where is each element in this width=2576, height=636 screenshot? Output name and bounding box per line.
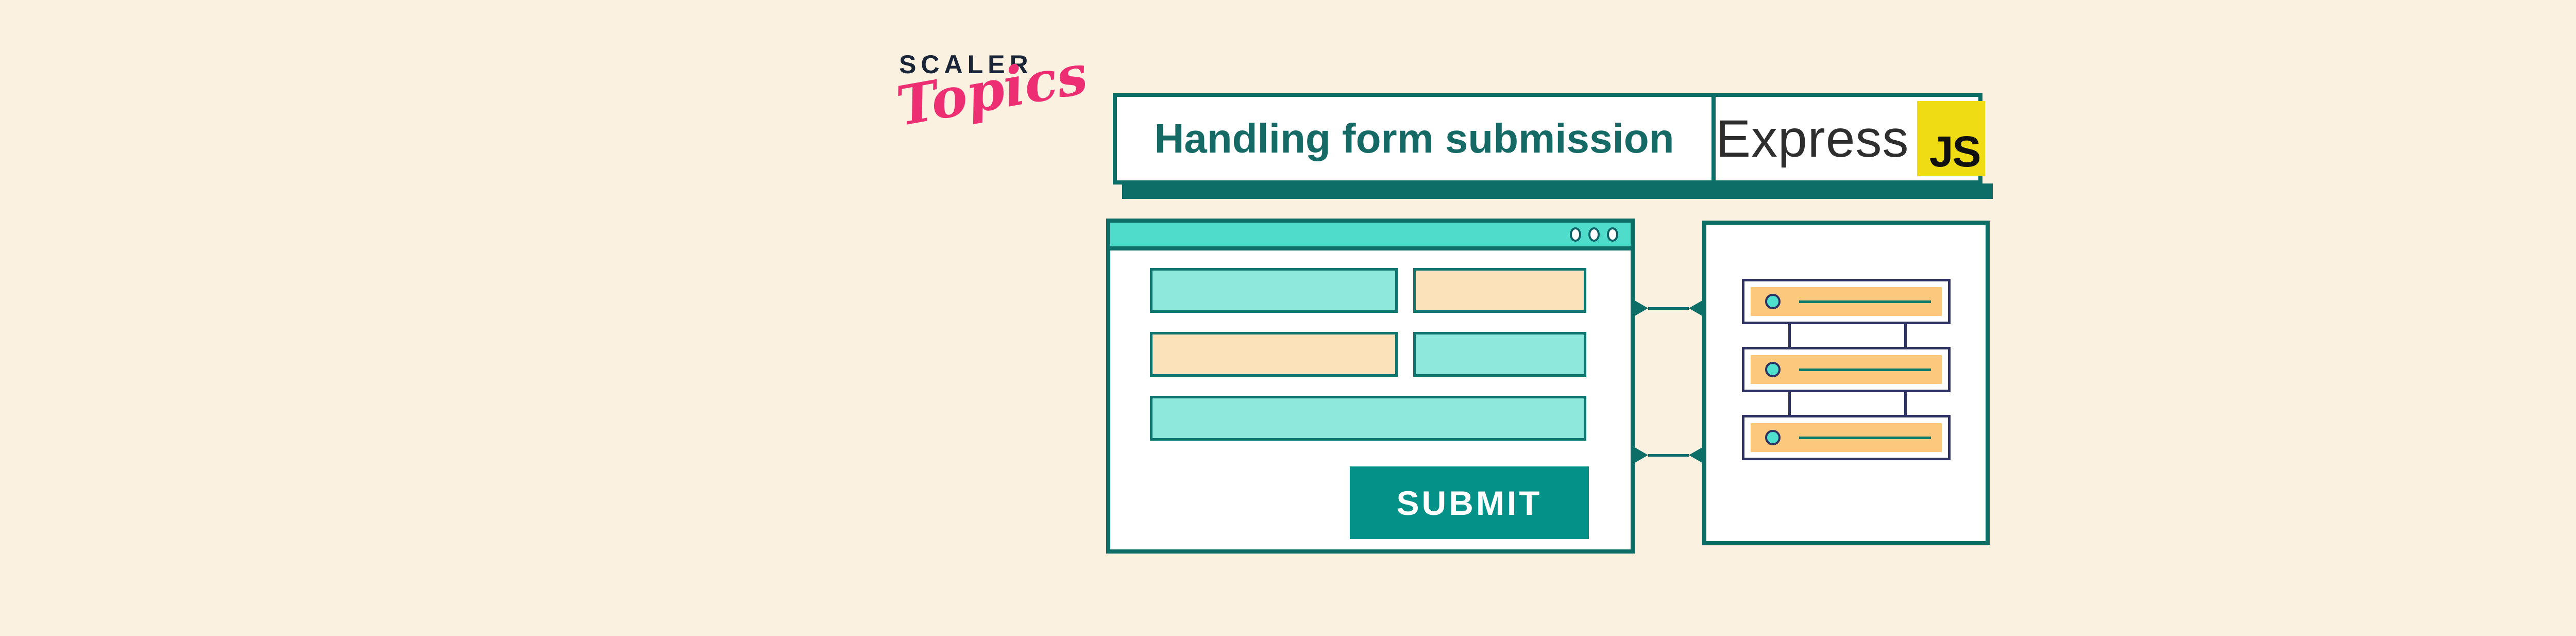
server-data-line [1799, 368, 1931, 371]
arrowhead-left-icon [1689, 300, 1702, 316]
server-bar [1751, 423, 1942, 452]
server-data-line [1799, 436, 1931, 439]
connector-arrow-1 [1635, 300, 1702, 316]
scaler-topics-logo: SCALER Topics [892, 42, 1092, 138]
form-field-3-1[interactable] [1150, 396, 1586, 441]
browser-titlebar [1110, 223, 1631, 250]
form-area [1110, 250, 1631, 441]
window-control-dot-icon[interactable] [1570, 227, 1581, 242]
js-badge-icon: JS [1917, 101, 1986, 176]
server-bar [1751, 355, 1942, 384]
title-banner: Handling form submission Express JS [1113, 93, 1986, 185]
server-unit-link-4 [1904, 392, 1907, 415]
form-field-2-1[interactable] [1150, 332, 1398, 377]
server-unit-3 [1742, 415, 1951, 460]
arrowhead-left-icon [1689, 447, 1702, 463]
submit-button[interactable]: SUBMIT [1350, 466, 1589, 539]
server-box [1702, 221, 1990, 545]
banner-title-section: Handling form submission [1117, 97, 1716, 180]
express-logo: Express JS [1716, 97, 1986, 180]
connector-line [1648, 307, 1689, 310]
logo-brand-text: SCALER [899, 50, 1033, 79]
form-field-1-1[interactable] [1150, 268, 1398, 313]
server-bar [1751, 287, 1942, 316]
arrowhead-right-icon [1635, 300, 1648, 316]
window-control-dot-icon[interactable] [1607, 227, 1618, 242]
page-title: Handling form submission [1154, 115, 1674, 161]
server-unit-1 [1742, 279, 1951, 324]
status-led-icon [1765, 294, 1781, 309]
form-field-1-2[interactable] [1413, 268, 1586, 313]
form-row-1 [1150, 268, 1631, 313]
server-unit-link-3 [1788, 392, 1791, 415]
status-led-icon [1765, 430, 1781, 445]
server-unit-2 [1742, 347, 1951, 392]
arrowhead-right-icon [1635, 447, 1648, 463]
status-led-icon [1765, 362, 1781, 377]
connector-line [1648, 454, 1689, 457]
window-control-dot-icon[interactable] [1588, 227, 1600, 242]
server-unit-link-1 [1788, 324, 1791, 347]
express-wordmark: Express [1716, 109, 1909, 168]
form-row-3 [1150, 396, 1631, 441]
banner-drop-shadow [1122, 183, 1993, 199]
connector-arrow-2 [1635, 447, 1702, 463]
server-unit-link-2 [1904, 324, 1907, 347]
form-field-2-2[interactable] [1413, 332, 1586, 377]
server-data-line [1799, 300, 1931, 303]
form-row-2 [1150, 332, 1631, 377]
browser-window: SUBMIT [1106, 219, 1635, 554]
